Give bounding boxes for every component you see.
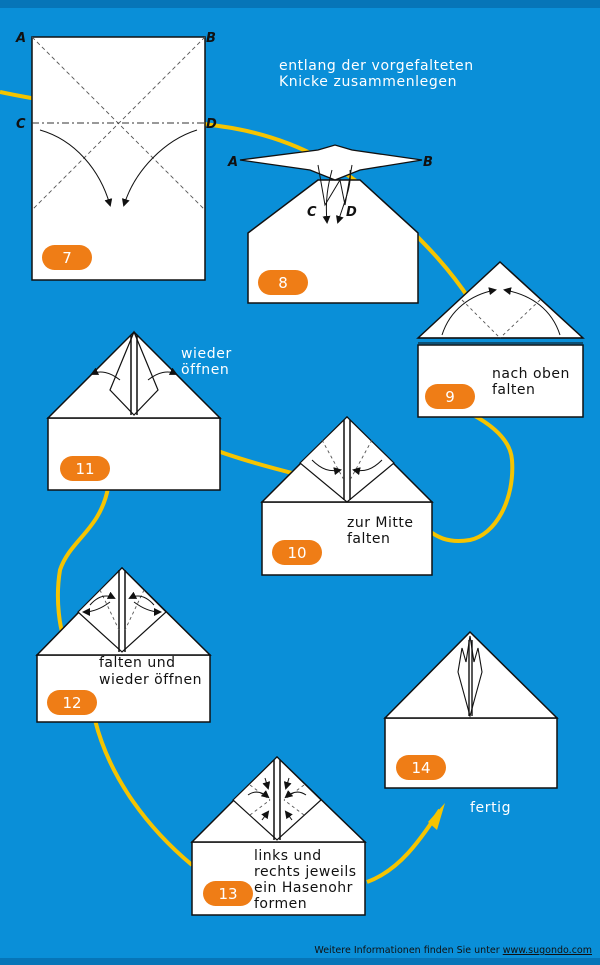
text-step-12-line1: falten und <box>99 655 175 671</box>
footer: Weitere Informationen finden Sie unter w… <box>314 945 592 956</box>
text-step-13-line1: links und <box>254 848 322 864</box>
step-9: 9 <box>416 260 585 418</box>
text-step-13-line3: ein Hasenohr <box>254 880 353 896</box>
step-11: 11 <box>46 330 222 491</box>
connector-arrow <box>428 803 445 830</box>
badge-14: 14 <box>411 759 430 777</box>
text-step-9-line2: falten <box>492 382 535 398</box>
label-8-d: D <box>346 205 357 220</box>
label-8-b: B <box>423 155 433 170</box>
badge-11: 11 <box>75 460 94 478</box>
badge-10: 10 <box>287 544 306 562</box>
text-step-9-line1: nach oben <box>492 366 570 382</box>
text-step-14: fertig <box>470 800 511 816</box>
label-8-a: A <box>227 155 238 170</box>
connector-path <box>0 90 515 884</box>
label-b: B <box>206 31 216 46</box>
bottom-strip <box>0 958 600 965</box>
badge-12: 12 <box>62 694 81 712</box>
badge-7: 7 <box>62 249 72 267</box>
badge-9: 9 <box>445 388 455 406</box>
text-step-12-line2: wieder öffnen <box>99 672 202 688</box>
step-13: 13 <box>190 755 367 916</box>
text-step-13-line2: rechts jeweils <box>254 864 357 880</box>
badge-13: 13 <box>218 885 237 903</box>
text-step-13-line4: formen <box>254 896 307 912</box>
label-d: D <box>206 117 217 132</box>
text-step-7-line2: Knicke zusammenlegen <box>279 74 457 90</box>
footer-link[interactable]: www.sugondo.com <box>502 945 592 956</box>
text-step-11-line1: wieder <box>181 346 232 362</box>
step-14: 14 <box>383 630 559 789</box>
footer-text: Weitere Informationen finden Sie unter <box>314 945 500 956</box>
label-8-c: C <box>307 205 317 220</box>
label-c: C <box>16 117 26 132</box>
text-step-11-line2: öffnen <box>181 362 229 378</box>
step-8: A B C D 8 <box>227 144 433 304</box>
top-strip <box>0 0 600 8</box>
text-step-10-line2: falten <box>347 531 390 547</box>
step-10: 10 <box>260 415 434 576</box>
label-a: A <box>15 31 26 46</box>
step-7: A B C D 7 <box>15 31 217 281</box>
text-step-7-line1: entlang der vorgefalteten <box>279 58 474 74</box>
step-12: 12 <box>35 566 212 723</box>
badge-8: 8 <box>278 274 288 292</box>
text-step-10-line1: zur Mitte <box>347 515 414 531</box>
